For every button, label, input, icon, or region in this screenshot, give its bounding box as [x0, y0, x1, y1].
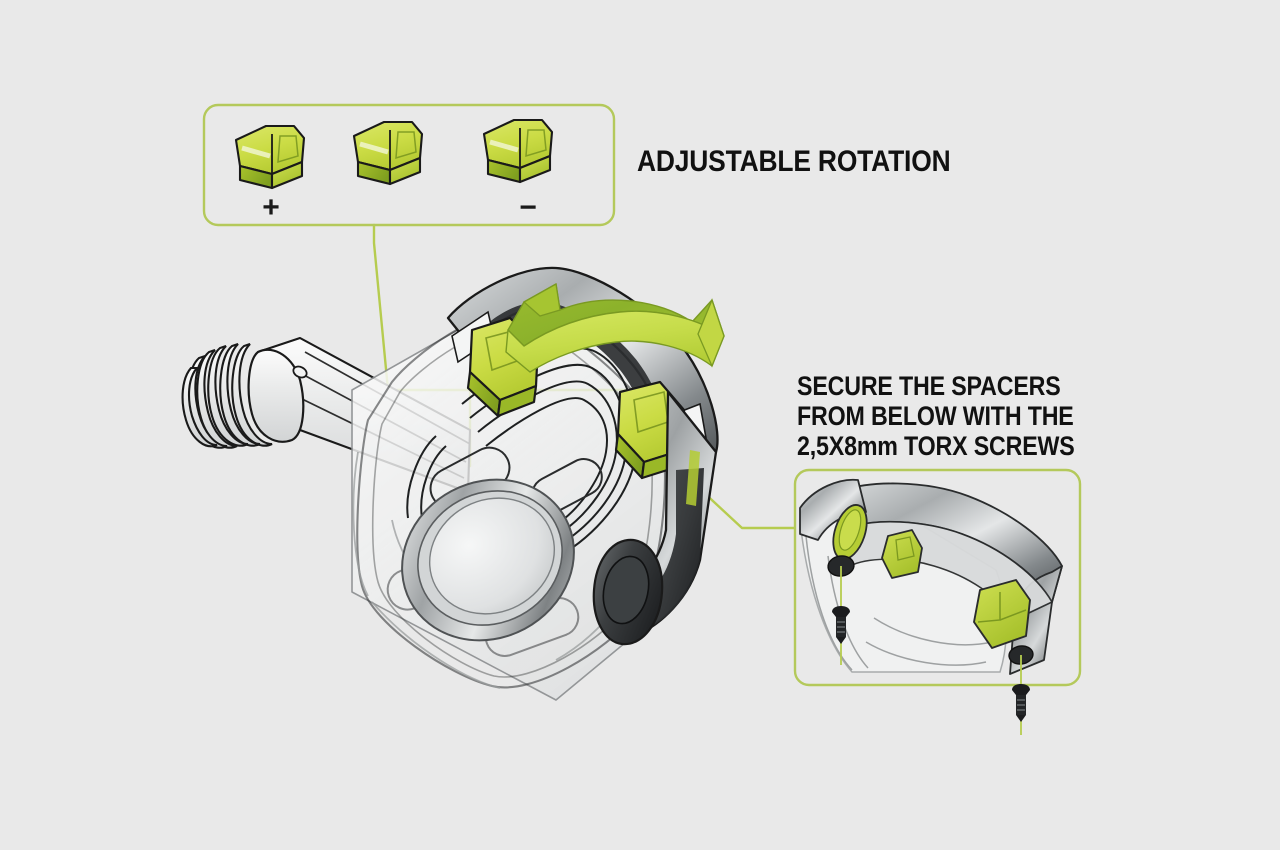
heading-secure-word-size: 2,5X8mm [797, 431, 898, 462]
heading-secure-line-2: FROM BELOW WITH THE [797, 401, 1075, 431]
rotation-arrow-head-left [522, 282, 561, 317]
axle-collar [247, 348, 305, 443]
pedal-cage-front [592, 390, 718, 646]
heading-secure-the-spacers: SECURE THE SPACERS FROM BELOW WITH THE 2… [797, 371, 1075, 462]
callout-rotation-box [202, 103, 616, 227]
rotation-arrow [505, 282, 725, 373]
spacer-swatch-plus [234, 124, 306, 190]
hub-cap [428, 497, 556, 615]
inset-artwork [795, 470, 1080, 685]
cage-bearing-hole [602, 555, 650, 625]
heading-rotation-part-1: ROTATION [810, 145, 951, 178]
heading-secure-word-secure: SECURE [797, 371, 893, 401]
cage-front-shadow [634, 468, 704, 630]
spacer-swatch-minus [482, 118, 554, 184]
cage-green-sliver [686, 450, 700, 506]
callout-rotation [202, 103, 616, 227]
axle-threads [181, 343, 273, 449]
inset-cage-left [799, 478, 867, 541]
cage-rear-shadow [468, 301, 671, 468]
axle-port [292, 365, 308, 379]
spacer-left-front [496, 384, 538, 418]
heading-secure-line-1: SECURE THE SPACERS [797, 371, 1075, 401]
label-minus: − [519, 191, 537, 224]
pedal-hub [401, 478, 575, 642]
heading-secure-word-torx-screws: TORX SCREWS [897, 431, 1075, 462]
heading-secure-line-3: 2,5X8mm TORX SCREWS [797, 431, 1075, 461]
torx-screw-right [1012, 684, 1030, 722]
heading-secure-word-the-spacers: THE SPACERS [892, 371, 1061, 401]
torx-screw-left [832, 606, 850, 644]
heading-adjustable-rotation: ADJUSTABLE ROTATION [637, 145, 951, 178]
callout-secure-box [793, 468, 1082, 687]
heading-rotation-part-0: ADJUSTABLE [637, 145, 811, 178]
heading-secure-word-from-below: FROM BELOW WITH THE [797, 401, 1074, 432]
rotation-arrow-head-right [697, 298, 725, 368]
pedal-assembly [181, 266, 725, 701]
callout-secure [793, 468, 1082, 735]
inset-spacer-upper [881, 529, 923, 579]
inset-spacer-lower [973, 579, 1031, 649]
label-plus: + [262, 191, 280, 224]
spacer-swatch-neutral [352, 120, 424, 186]
inset-spacer-oval-inner [838, 509, 862, 551]
